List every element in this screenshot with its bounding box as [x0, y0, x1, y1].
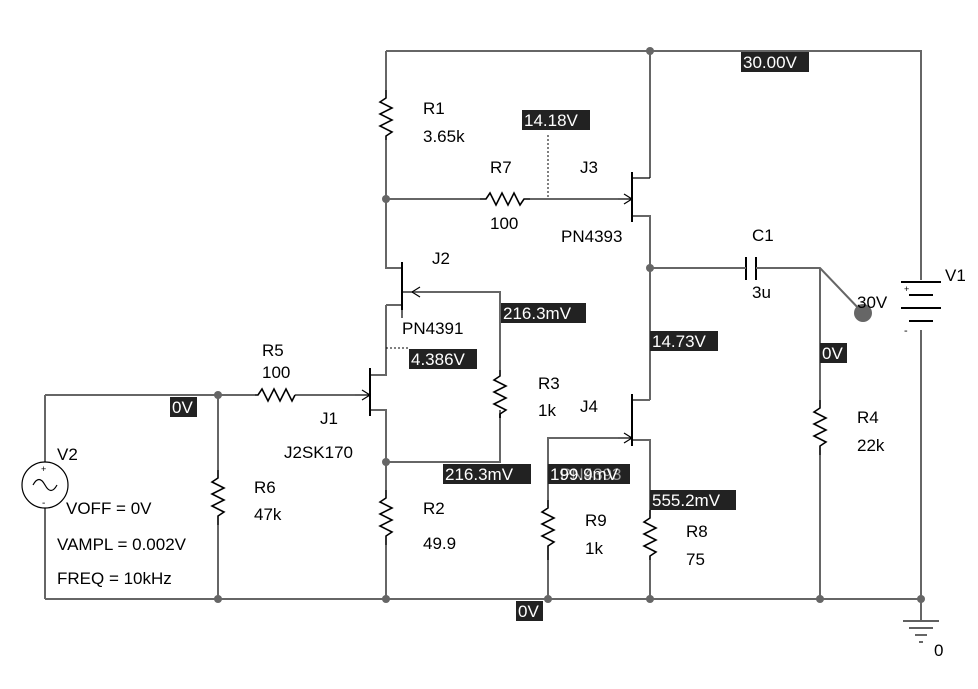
jfet-j1[interactable]	[355, 368, 372, 416]
resistor-r7[interactable]	[480, 191, 530, 207]
r3-value: 1k	[538, 401, 556, 420]
r6-value: 47k	[254, 505, 282, 524]
voltage-tag-j1-source: 216.3mV	[443, 464, 531, 484]
jfet-j4[interactable]	[618, 394, 634, 446]
svg-text:30.00V: 30.00V	[743, 53, 798, 72]
j2-name: J2	[432, 249, 450, 268]
svg-text:14.18V: 14.18V	[524, 111, 579, 130]
r5-name: R5	[262, 341, 284, 360]
v2-name: V2	[57, 445, 78, 464]
voltage-tag-j1-drain: 4.386V	[409, 349, 477, 369]
resistor-r8[interactable]	[642, 510, 658, 560]
resistor-r4[interactable]	[812, 400, 828, 455]
j2-model: PN4391	[402, 319, 463, 338]
r8-value: 75	[686, 550, 705, 569]
c1-name: C1	[752, 226, 774, 245]
c1-value: 3u	[752, 283, 771, 302]
capacitor-c1[interactable]	[742, 257, 760, 280]
svg-text:0V: 0V	[518, 602, 539, 621]
voltage-tag-load: 0V	[820, 343, 847, 363]
voltage-tag-j3-gate: 14.18V	[522, 110, 590, 130]
svg-text:199.9mV: 199.9mV	[550, 465, 619, 484]
r6-name: R6	[254, 478, 276, 497]
svg-text:0V: 0V	[172, 398, 193, 417]
voltage-tag-supply: 30.00V	[741, 52, 809, 72]
ground-icon	[903, 620, 939, 643]
r1-name: R1	[423, 99, 445, 118]
resistor-r3[interactable]	[492, 370, 508, 418]
v1-value: 30V	[857, 293, 888, 312]
svg-text:4.386V: 4.386V	[411, 350, 466, 369]
svg-text:216.3mV: 216.3mV	[503, 304, 572, 323]
j4-model-overlap: PN4393	[560, 465, 621, 484]
junctions	[214, 47, 925, 603]
svg-text:0V: 0V	[822, 344, 843, 363]
resistor-r5[interactable]	[255, 387, 296, 403]
jfet-j3[interactable]	[618, 172, 650, 222]
v2-freq: FREQ = 10kHz	[57, 569, 172, 588]
probe-marker	[854, 304, 872, 322]
voltage-tag-j4-gate: 199.9mV PN4393	[548, 464, 630, 484]
j3-model: PN4393	[561, 227, 622, 246]
r9-value: 1k	[585, 539, 603, 558]
j3-name: J3	[580, 158, 598, 177]
r9-name: R9	[585, 511, 607, 530]
r2-name: R2	[423, 499, 445, 518]
voltage-tag-j4-source: 555.2mV	[650, 490, 736, 510]
resistor-r1[interactable]	[378, 90, 394, 140]
voltage-tag-output-mid: 14.73V	[650, 331, 718, 351]
j1-model: J2SK170	[284, 443, 353, 462]
ground-label: 0	[934, 641, 943, 660]
v1-name: V1	[945, 266, 966, 285]
resistor-r2[interactable]	[378, 490, 394, 545]
voltage-tag-input: 0V	[170, 397, 197, 417]
r2-value: 49.9	[423, 534, 456, 553]
svg-text:+: +	[904, 284, 909, 294]
wires	[44, 50, 922, 620]
svg-text:-: -	[904, 325, 908, 337]
r7-name: R7	[490, 158, 512, 177]
svg-text:-: -	[42, 498, 45, 509]
voltage-tag-ground: 0V	[516, 601, 543, 621]
voltage-tag-j2-gate: 216.3mV	[501, 303, 586, 323]
j4-name: J4	[580, 397, 598, 416]
resistor-r9[interactable]	[540, 500, 556, 560]
v2-voff: VOFF = 0V	[66, 499, 152, 518]
r7-value: 100	[490, 214, 518, 233]
r1-value: 3.65k	[423, 127, 465, 146]
r4-name: R4	[857, 408, 879, 427]
battery-v1[interactable]: + -	[901, 281, 941, 337]
svg-text:216.3mV: 216.3mV	[445, 465, 514, 484]
r5-value: 100	[262, 363, 290, 382]
svg-text:14.73V: 14.73V	[652, 332, 707, 351]
r3-name: R3	[538, 374, 560, 393]
source-v2[interactable]: + -	[21, 461, 69, 509]
svg-text:555.2mV: 555.2mV	[652, 491, 721, 510]
svg-text:+: +	[41, 464, 46, 474]
r8-name: R8	[686, 522, 708, 541]
v2-vampl: VAMPL = 0.002V	[57, 535, 187, 554]
jfet-j2[interactable]	[401, 262, 421, 310]
r4-value: 22k	[857, 436, 885, 455]
resistor-r6[interactable]	[210, 470, 226, 525]
j1-name: J1	[320, 409, 338, 428]
